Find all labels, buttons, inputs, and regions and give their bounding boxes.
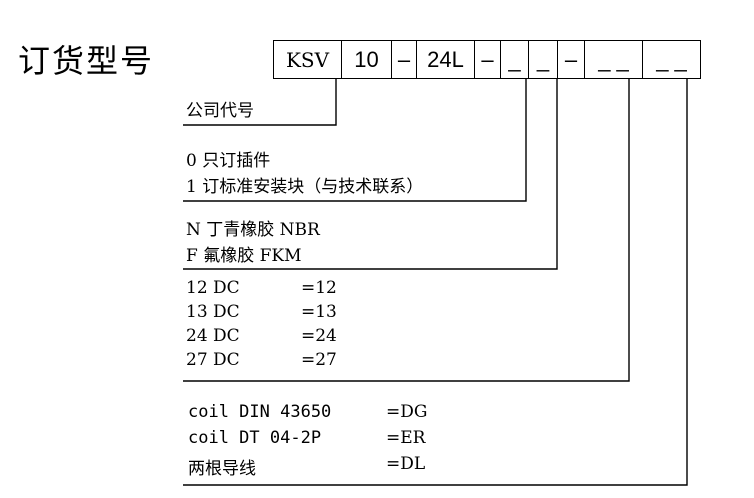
code-segment-dash-2: – (475, 41, 501, 78)
leader-plugin (183, 79, 527, 202)
leader-voltage (183, 79, 630, 382)
plugin-option-1: 1 订标准安装块（与技术联系） (186, 177, 424, 197)
order-model-title: 订货型号 (18, 42, 155, 80)
connector-din-value: =DG (386, 402, 428, 422)
voltage-code-12: 12 DC (186, 278, 240, 298)
code-segment-blank-2: _ (529, 41, 558, 78)
connector-two-wires: 两根导线 (188, 459, 256, 479)
connector-din: coil DIN 43650 (188, 402, 332, 422)
voltage-code-27: 27 DC (186, 350, 240, 370)
code-segment-24l: 24L (417, 41, 475, 78)
leader-company (183, 79, 337, 126)
voltage-value-12: =12 (301, 278, 337, 298)
code-segment-dash-3: – (558, 41, 585, 78)
connector-dt-value: =ER (386, 428, 426, 448)
code-segment-blank-4: _ _ (656, 46, 687, 72)
leader-seal (183, 79, 558, 270)
connector-two-wires-value: =DL (386, 454, 426, 474)
voltage-value-13: =13 (301, 302, 337, 322)
code-segment-blank-1: _ (501, 41, 529, 78)
voltage-value-24: =24 (301, 326, 337, 346)
plugin-option-0: 0 只订插件 (186, 151, 271, 171)
seal-option-n: N 丁青橡胶 NBR (186, 220, 320, 240)
voltage-value-27: =27 (301, 350, 337, 370)
code-segment-dash-1: – (392, 41, 417, 78)
connector-dt: coil DT 04-2P (188, 428, 322, 448)
voltage-code-24: 24 DC (186, 326, 240, 346)
company-code-label: 公司代号 (186, 101, 254, 121)
voltage-code-13: 13 DC (186, 302, 240, 322)
leader-connector (183, 79, 688, 486)
seal-option-f: F 氟橡胶 FKM (186, 246, 302, 266)
model-code-boxes: KSV 10 – 24L – _ _ – _ _ _ _ (273, 40, 701, 79)
code-segment-10: 10 (342, 41, 392, 78)
code-segment-blank-3: _ _ (585, 41, 643, 78)
code-segment-ksv: KSV (274, 41, 342, 78)
